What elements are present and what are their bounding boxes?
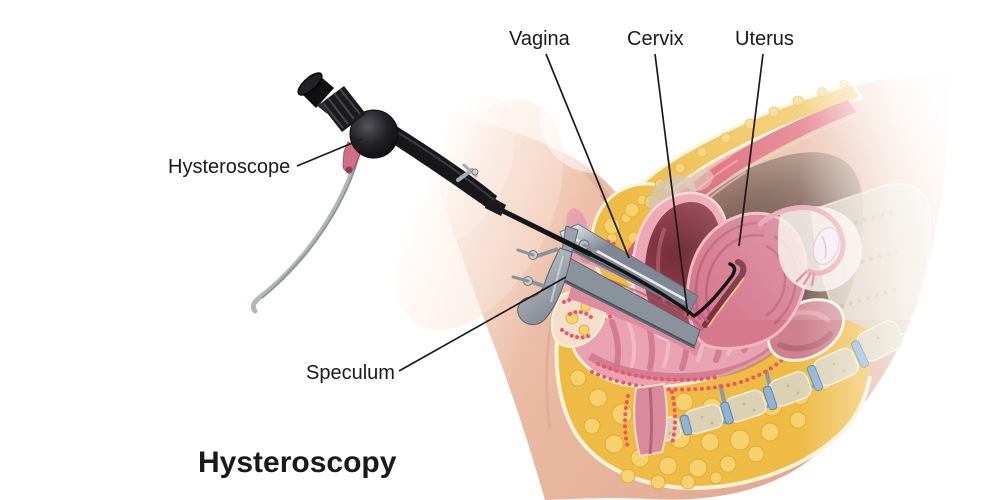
anal-canal <box>623 382 677 458</box>
label-uterus: Uterus <box>735 28 794 50</box>
leader-vagina <box>545 53 630 259</box>
label-cervix: Cervix <box>627 28 684 50</box>
leader-hysteroscope <box>296 138 363 167</box>
label-hysteroscope: Hysteroscope <box>168 156 291 178</box>
speculum-illustration <box>511 223 701 349</box>
leader-uterus <box>738 53 764 247</box>
leader-cervix <box>654 53 689 317</box>
hysteroscope-illustration <box>250 72 737 319</box>
leader-lines <box>296 53 764 372</box>
label-speculum: Speculum <box>306 362 395 384</box>
figure-title: Hysteroscopy <box>198 446 397 479</box>
leader-speculum <box>398 276 567 372</box>
label-vagina: Vagina <box>509 28 570 50</box>
